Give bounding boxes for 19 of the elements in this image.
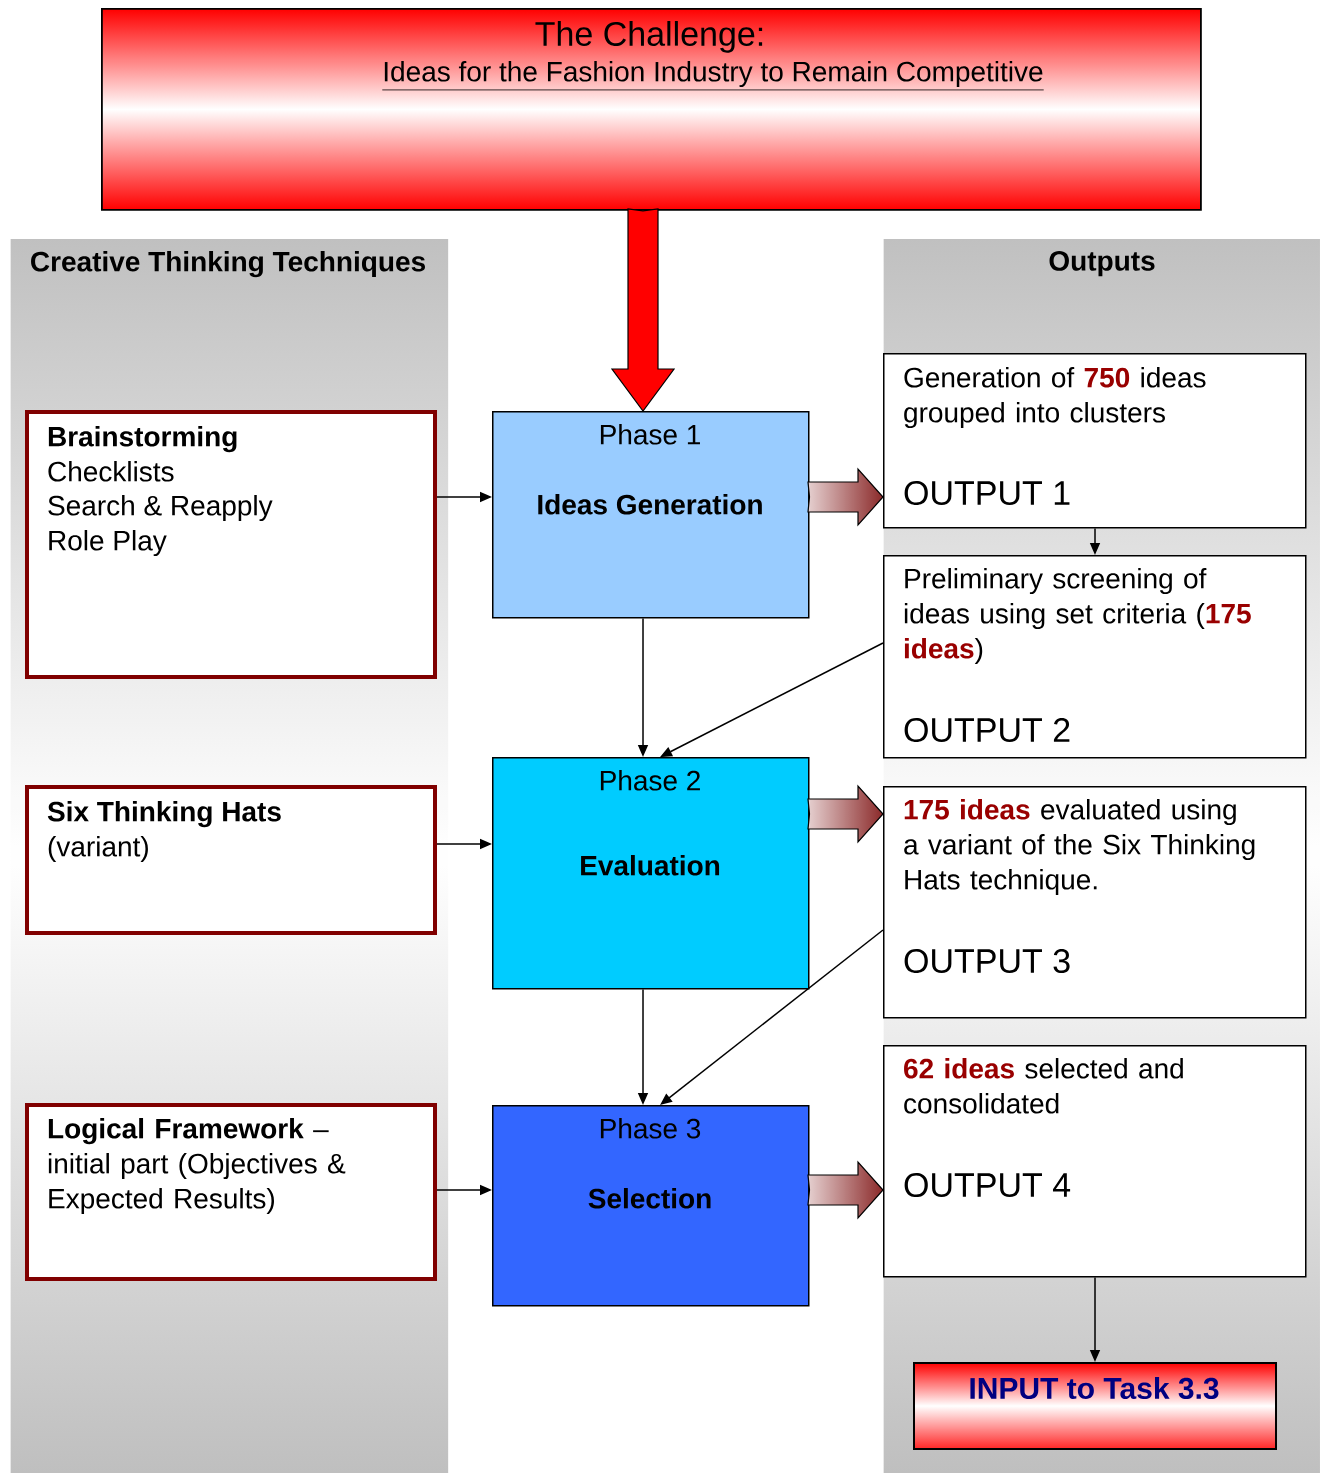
phase-box: Phase 3 Selection (492, 1105, 810, 1307)
technique-box: Logical Framework – initial part (Objectives & Expected Results) (25, 1103, 437, 1281)
block-arrow (807, 784, 884, 844)
output-box: Generation of 750 ideas grouped into clusters OUTPUT 1 (883, 353, 1307, 529)
column-background: Creative Thinking Techniques (31, 251, 425, 278)
input-box: INPUT to Task 3.3 (913, 1362, 1277, 1450)
phase-box: Phase 2 Evaluation (492, 757, 810, 990)
output-box: Preliminary screening of ideas using set criteria (175 ideas) OUTPUT 2 (883, 555, 1307, 759)
technique-box: Six Thinking Hats (variant) (25, 785, 437, 935)
output-box: 62 ideas selected and consolidated OUTPUT 4 (883, 1045, 1307, 1278)
phase-box: Phase 1 Ideas Generation (492, 411, 810, 619)
challenge-box: The Challenge: Ideas for the Fashion Industry to Remain Competitive (101, 8, 1202, 211)
block-arrow (807, 1160, 884, 1220)
block-arrow (610, 208, 676, 413)
arrow (660, 929, 884, 1105)
column-background: Outputs (1049, 251, 1155, 277)
output-box: 175 ideas evaluated using a variant of the Six Thinking Hats technique. OUTPUT 3 (883, 786, 1307, 1019)
block-arrow (807, 467, 884, 527)
technique-box: Brainstorming Checklists Search & Reapply Role Play (25, 410, 437, 679)
